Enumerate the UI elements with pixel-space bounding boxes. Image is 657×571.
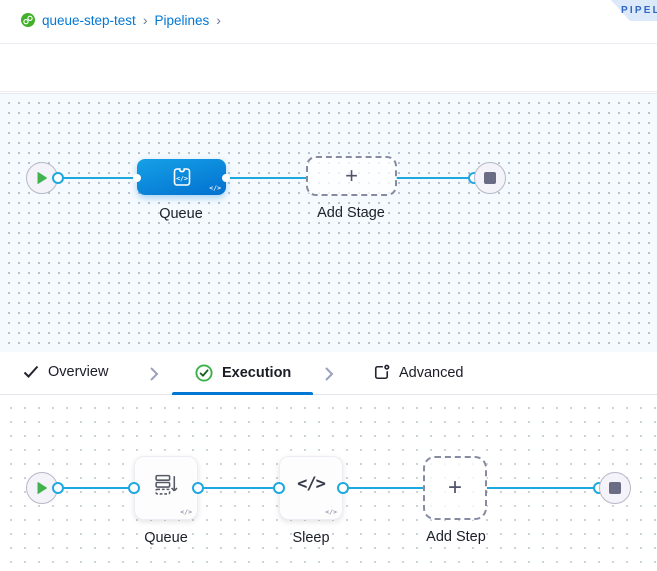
breadcrumb-separator: › xyxy=(216,12,221,28)
stop-icon xyxy=(484,172,496,184)
breadcrumb-separator: › xyxy=(142,12,148,28)
stage-node-queue[interactable]: </> </> xyxy=(137,159,226,195)
plus-icon: + xyxy=(447,474,462,501)
project-icon xyxy=(21,13,35,27)
tab-advanced-label: Advanced xyxy=(399,364,464,381)
yaml-code-chip: </> xyxy=(209,184,221,192)
edge xyxy=(58,487,134,489)
add-stage-button[interactable]: + xyxy=(306,156,397,196)
edge xyxy=(198,487,279,489)
active-tab-underline xyxy=(172,392,313,395)
chevron-right-icon xyxy=(324,366,334,387)
connector-port[interactable] xyxy=(273,482,285,494)
step-label: Queue xyxy=(144,530,188,546)
stage-graph-canvas[interactable]: </> </> Queue + Add Stage xyxy=(0,93,657,352)
edge xyxy=(58,177,137,179)
plus-icon: + xyxy=(345,163,358,188)
connector-port[interactable] xyxy=(192,482,204,494)
svg-text:</>: </> xyxy=(176,174,188,182)
edge xyxy=(487,487,599,489)
connector-dot xyxy=(222,174,230,182)
edge xyxy=(343,487,423,489)
yaml-code-chip: </> xyxy=(180,508,192,516)
tab-execution-label: Execution xyxy=(222,365,292,381)
connector-port[interactable] xyxy=(337,482,349,494)
execution-graph-canvas[interactable]: </> Queue </> </> Sleep + Add Step xyxy=(0,395,657,571)
stop-icon xyxy=(609,482,621,494)
chevron-right-icon xyxy=(149,366,159,387)
pipeline-end-node xyxy=(474,162,506,194)
edge xyxy=(226,177,307,179)
edge xyxy=(396,177,474,179)
queue-step-icon xyxy=(154,474,178,495)
breadcrumb: queue-step-test › Pipelines › xyxy=(21,12,221,28)
add-stage-label: Add Stage xyxy=(317,205,385,221)
yaml-code-chip: </> xyxy=(325,508,337,516)
connector-port[interactable] xyxy=(52,482,64,494)
breadcrumb-pipelines-link[interactable]: Pipelines xyxy=(154,12,210,28)
tab-execution[interactable]: Execution xyxy=(195,364,291,382)
tab-advanced[interactable]: Advanced xyxy=(373,364,464,381)
connector-port[interactable] xyxy=(52,172,64,184)
ci-stage-icon: </> xyxy=(173,168,190,186)
breadcrumb-project-link[interactable]: queue-step-test xyxy=(42,12,136,28)
step-node-sleep[interactable]: </> </> xyxy=(279,456,343,520)
pipeline-start-node xyxy=(26,162,58,194)
play-icon xyxy=(37,172,47,184)
tab-overview-label: Overview xyxy=(48,364,109,380)
add-step-button[interactable]: + xyxy=(423,456,487,520)
execution-end-node xyxy=(599,472,631,504)
tab-overview[interactable]: Overview xyxy=(23,364,108,380)
connector-dot xyxy=(133,174,141,182)
step-label: Sleep xyxy=(292,530,330,546)
check-icon xyxy=(23,365,39,378)
page-header: Queue VISUAL xyxy=(0,45,657,125)
connector-port[interactable] xyxy=(128,482,140,494)
stage-label: Queue xyxy=(159,206,203,222)
play-icon xyxy=(37,482,47,494)
advanced-icon xyxy=(374,364,390,380)
success-check-icon xyxy=(195,364,213,382)
add-step-label: Add Step xyxy=(426,529,486,545)
stage-config-tabbar: Overview Execution Advanced xyxy=(0,352,657,395)
step-node-queue[interactable]: </> xyxy=(134,456,198,520)
pipeline-studio-ribbon-label: PIPELINE STUDIO xyxy=(621,5,657,16)
top-bar: queue-step-test › Pipelines › PIPELINE S… xyxy=(0,0,657,44)
run-step-icon: </> xyxy=(297,474,326,494)
